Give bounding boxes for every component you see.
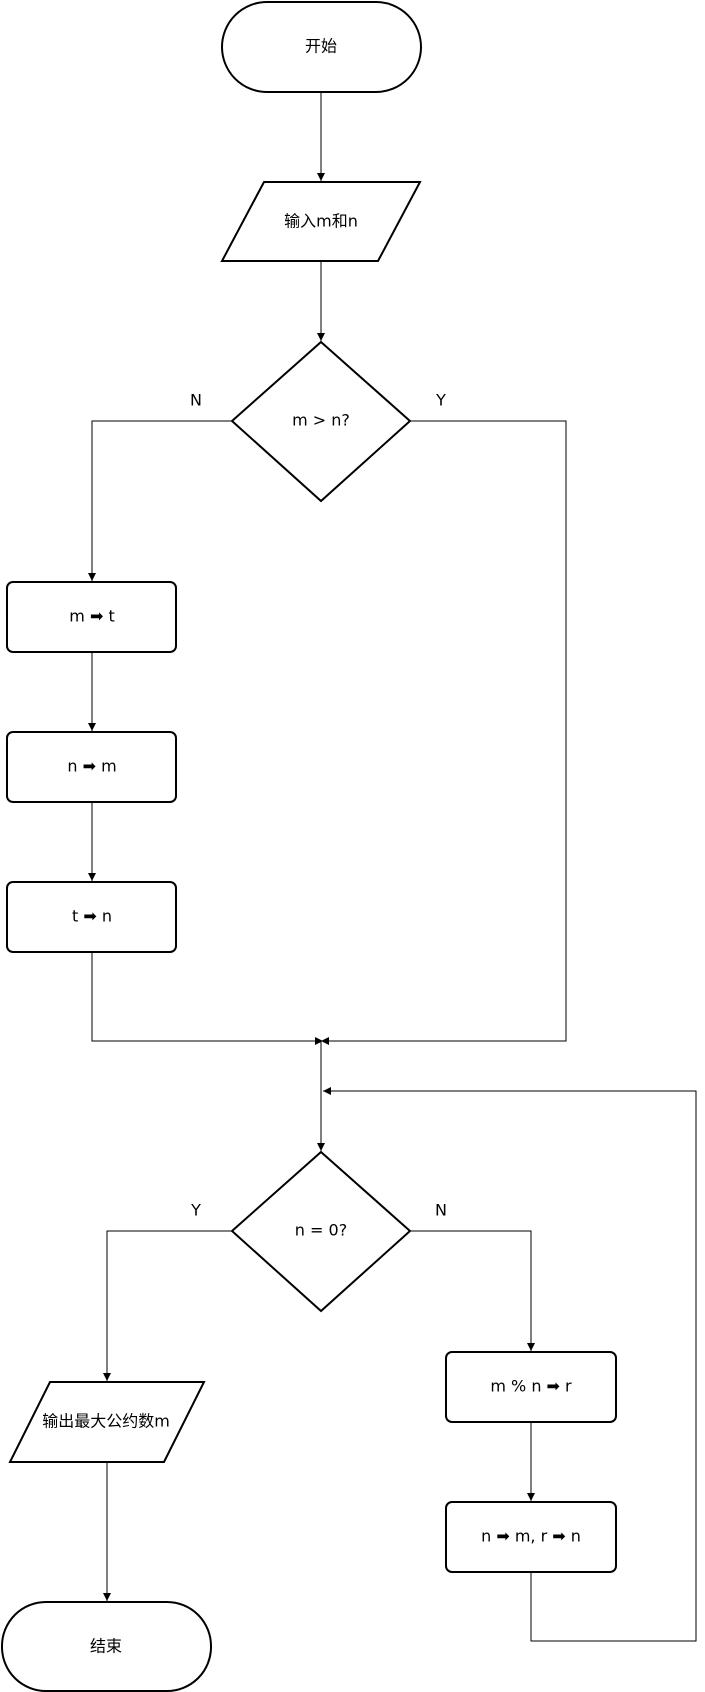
- edge-decision2-no-to-mod: [410, 1230, 535, 1351]
- edge-swap-loop-back: [323, 1087, 697, 1642]
- edge-labels: N Y Y N: [190, 391, 447, 1220]
- process-m-to-t: m ➡ t: [6, 581, 177, 653]
- process-n-to-m-label: n ➡ m: [67, 757, 116, 776]
- input-node: 输入m和n: [220, 181, 422, 262]
- edge-t-n-to-merge: [91, 952, 323, 1045]
- decision1-no-label: N: [190, 391, 202, 410]
- decision1-yes-label: Y: [435, 391, 446, 410]
- decision-n-equals-zero: n = 0?: [230, 1150, 412, 1313]
- process-t-to-n-label: t ➡ n: [72, 907, 112, 926]
- process-n-to-m: n ➡ m: [6, 731, 177, 803]
- decision1-label: m > n?: [292, 411, 350, 430]
- start-node: 开始: [221, 1, 422, 93]
- process-mod: m % n ➡ r: [445, 1351, 617, 1423]
- end-node: 结束: [1, 1601, 212, 1692]
- edge-decision2-yes-to-output: [103, 1230, 232, 1381]
- decision2-no-label: N: [435, 1201, 447, 1220]
- edges: [88, 92, 697, 1642]
- output-node: 输出最大公约数m: [8, 1381, 206, 1463]
- start-label: 开始: [305, 37, 337, 56]
- edge-decision1-no-to-m-t: [88, 420, 232, 581]
- end-label: 结束: [90, 1637, 122, 1656]
- decision2-yes-label: Y: [190, 1201, 201, 1220]
- decision2-label: n = 0?: [295, 1221, 347, 1240]
- edge-decision1-yes-to-merge: [321, 420, 567, 1045]
- process-t-to-n: t ➡ n: [6, 881, 177, 953]
- process-mod-label: m % n ➡ r: [490, 1377, 572, 1396]
- process-swap: n ➡ m, r ➡ n: [445, 1501, 617, 1573]
- input-label: 输入m和n: [284, 212, 358, 231]
- process-swap-label: n ➡ m, r ➡ n: [481, 1527, 581, 1546]
- decision-m-greater-n: m > n?: [230, 340, 412, 503]
- process-m-to-t-label: m ➡ t: [69, 607, 114, 626]
- output-label: 输出最大公约数m: [42, 1412, 170, 1431]
